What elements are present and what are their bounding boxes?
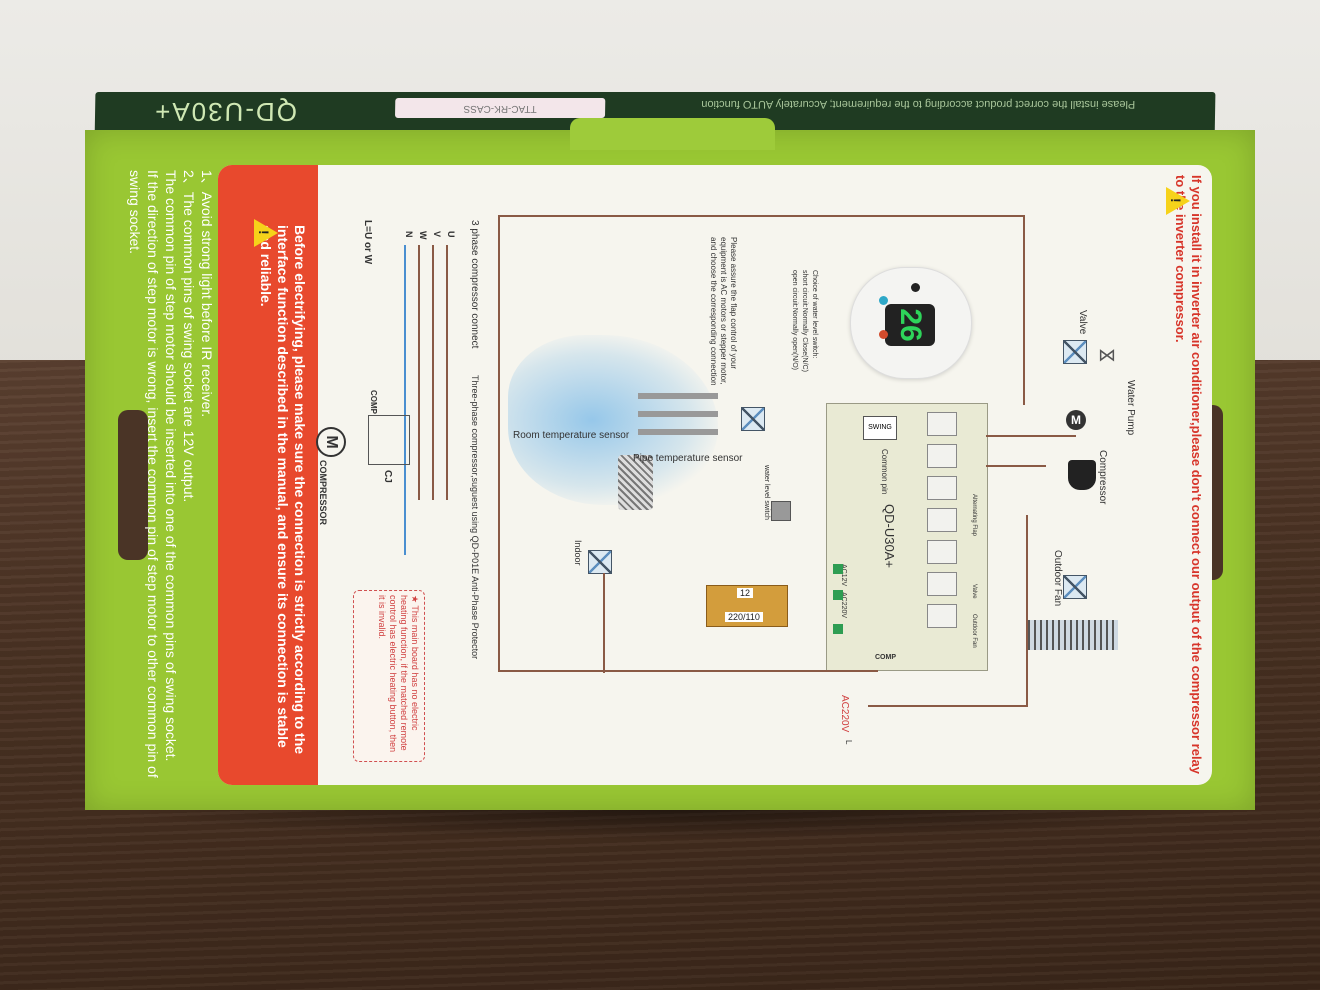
side-note-2: 2、The common pins of swing socket are 12…: [181, 170, 197, 503]
wire-right-drop: [1023, 215, 1025, 405]
transformer-220: 220/110: [725, 612, 763, 622]
inverter-warning-text: If you install it in inverter air condit…: [1173, 175, 1204, 775]
pipe-sensor-coil: [618, 455, 653, 510]
ac220v-label: AC220V: [839, 695, 850, 733]
swing-socket: SWING: [863, 416, 897, 440]
airflow-arrow: [508, 335, 718, 505]
wire-top-loop: [498, 215, 1023, 217]
valve-small-label: Valve: [971, 584, 977, 599]
flap-note: Please assure the flap control of your e…: [709, 237, 738, 386]
valve-icon: ⋈: [1098, 345, 1116, 365]
wire-w: [418, 245, 420, 500]
connector-ac220v: [833, 590, 843, 600]
top-sticker: TTAC-RK-CASS: [394, 98, 606, 118]
swing-motor-icon: [741, 407, 765, 431]
outdoor-fan-icon: [1063, 575, 1087, 599]
valve-label: Valve: [1077, 310, 1088, 335]
top-faint-text: Please install the correct product accor…: [701, 98, 1136, 110]
comp-board-label: COMP: [875, 654, 896, 661]
board-model-label: QD-U30A+: [882, 504, 897, 568]
connector-comp: [833, 624, 843, 634]
inverter-warning: If you install it in inverter air condit…: [1158, 175, 1208, 775]
open-circuit-label: open circuit:Normally open(N/O): [791, 270, 798, 370]
wire-to-pump: [986, 435, 1076, 437]
louver-2: [638, 411, 718, 417]
side-note-1: 1、Avoid strong light before IR receiver.: [199, 170, 215, 418]
power-led-icon: [879, 330, 888, 339]
compressor-right-label: Compressor: [1097, 450, 1108, 505]
snowflake-icon: [879, 296, 888, 305]
compressor-label: COMPRESSOR: [318, 460, 328, 526]
wire-left-drop: [498, 215, 500, 670]
transformer-12: 12: [737, 588, 754, 598]
pipe-sensor-label: Pipe temperature sensor: [633, 453, 743, 464]
valve-coil-icon: [1063, 340, 1087, 364]
wire-bottom-right: [868, 705, 1028, 707]
w-label: W: [418, 231, 428, 240]
room-sensor-label: Room temperature sensor: [513, 430, 630, 441]
louver-3: [638, 429, 718, 435]
l-label: L: [844, 740, 853, 745]
side-note-3: The common pin of step motor should be i…: [163, 170, 179, 762]
warning-icon-right: !: [1166, 187, 1190, 215]
heating-note: ★ This main board has no electric heatin…: [353, 590, 425, 762]
relay-7: [927, 604, 957, 628]
outdoor-fan-small-label: Outdoor Fan: [971, 614, 977, 648]
water-pump-label: Water Pump: [1125, 380, 1136, 436]
display-panel: 26: [850, 267, 972, 379]
v-label: V: [432, 231, 442, 238]
wire-u: [446, 245, 448, 500]
relay-3: [927, 476, 957, 500]
alternating-flap-label: Alternating Flap: [971, 494, 977, 537]
red-warning-band: Before electrifying, please make sure th…: [218, 165, 318, 785]
outdoor-fan-label: Outdoor Fan: [1052, 550, 1063, 607]
relay-1: [927, 412, 957, 436]
short-circuit-label: short circuit:Normally Close(N/C): [801, 270, 808, 372]
ir-receiver-icon: [911, 283, 920, 292]
box-handle-left: [118, 410, 148, 560]
water-level-choice: Choice of water level switch:: [811, 270, 818, 359]
common-pin-label: Common pin: [880, 449, 889, 495]
wiring-diagram-panel: Before electrifying, please make sure th…: [218, 165, 1212, 785]
indoor-fan-icon: [588, 550, 612, 574]
u-label: U: [446, 231, 456, 238]
main-board: SWING Common pin QD-U30A+ Alternating Fl…: [826, 403, 988, 671]
top-model-text: QD-U30A+: [152, 97, 298, 127]
compressor-icon: [1068, 460, 1096, 490]
indoor-wire: [603, 573, 605, 673]
connector-ac12v: [833, 564, 843, 574]
warning-icon: !: [254, 219, 278, 247]
indoor-label: Indoor: [573, 540, 583, 566]
box-flap-tab: [570, 118, 775, 150]
relay-5: [927, 540, 957, 564]
heating-note-text: ★ This main board has no electric heatin…: [377, 595, 420, 753]
three-phase-label: 3 phase compressor connect: [469, 220, 480, 349]
temperature-display: 26: [885, 304, 935, 346]
louver-1: [638, 393, 718, 399]
relay-6: [927, 572, 957, 596]
relay-4: [927, 508, 957, 532]
n-label: N: [404, 231, 414, 238]
transformer: 12 220/110: [706, 585, 788, 627]
wire-n: [404, 245, 406, 555]
side-note-4: If the direction of step motor is wrong,…: [127, 170, 161, 778]
wire-bottom-run: [498, 670, 878, 672]
red-warning-text: Before electrifying, please make sure th…: [258, 225, 308, 755]
wire-v: [432, 245, 434, 500]
comp-small-label: COMP: [369, 390, 378, 414]
condenser-fins: [1028, 620, 1118, 650]
compressor-motor-icon: M: [316, 427, 346, 457]
wire-right-vertical: [1026, 515, 1028, 705]
three-phase-note: Three-phase compressor,suguest using QD-…: [470, 375, 480, 660]
water-pump-icon: M: [1066, 410, 1086, 430]
contactor-cj: [368, 415, 410, 465]
water-level-switch-icon: [771, 501, 791, 521]
wire-to-compressor: [986, 465, 1046, 467]
relay-2: [927, 444, 957, 468]
cj-label: CJ: [382, 470, 393, 483]
side-notes: 1、Avoid strong light before IR receiver.…: [106, 170, 216, 790]
water-level-switch-label: water level switch: [763, 465, 770, 520]
lw-label: L=U or W: [362, 220, 373, 265]
